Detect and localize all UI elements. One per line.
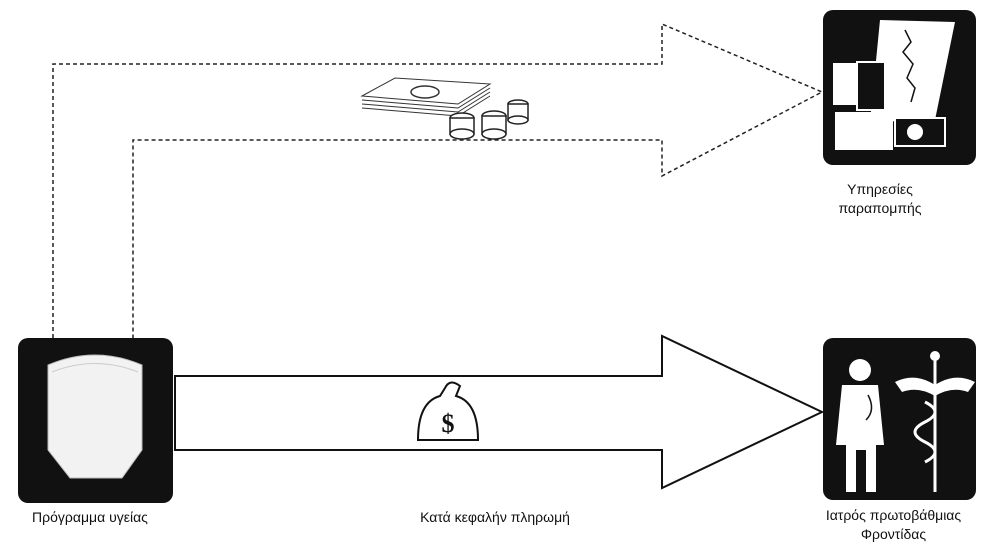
money-bag-dollar-icon: $: [416, 381, 480, 441]
dashed-arrow-to-referral: [52, 22, 824, 338]
health-plan-shield-icon: [18, 338, 173, 503]
referral-services-label: Υπηρεσίες παραπομπής: [838, 181, 922, 216]
solid-arrow-to-gp: [174, 334, 825, 490]
primary-care-physician-label: Ιατρός πρωτοβάθμιας Φροντίδας: [825, 507, 962, 542]
svg-text:$: $: [442, 409, 455, 438]
referral-equipment-icon: [823, 10, 976, 165]
doctor-caduceus-icon: [823, 338, 976, 500]
capitation-payment-label: Κατά κεφαλήν πληρωμή: [420, 509, 570, 525]
cash-and-coins-icon: [360, 77, 529, 140]
health-plan-label: Πρόγραμμα υγείας: [32, 509, 148, 525]
